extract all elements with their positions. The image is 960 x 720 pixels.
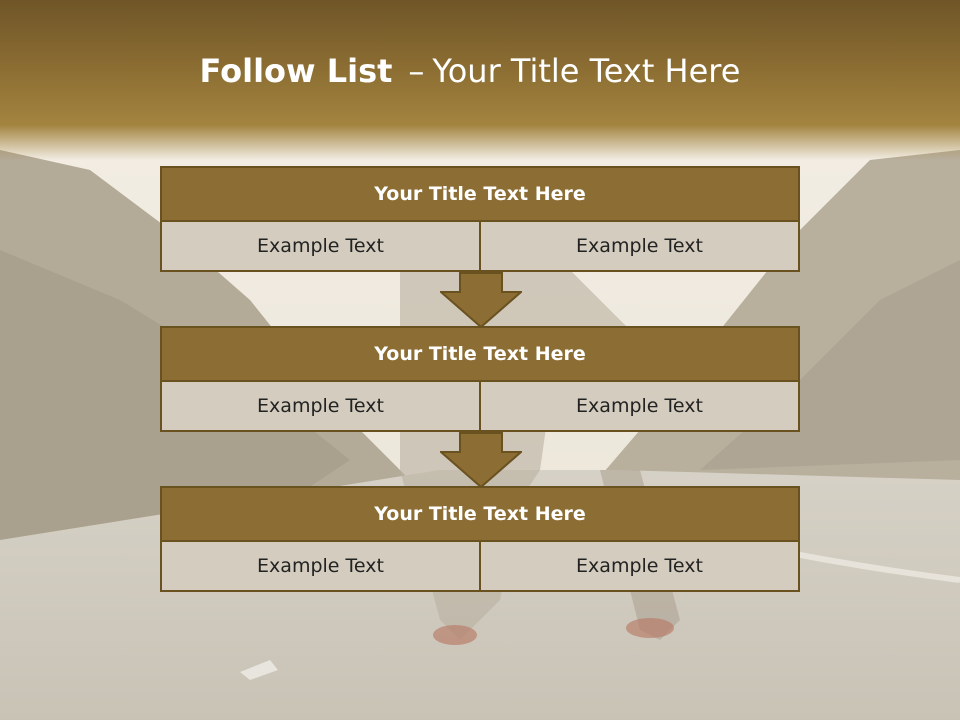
step-cell-left: Example Text (160, 542, 481, 592)
step-row: Example Text Example Text (160, 382, 800, 432)
step-row: Example Text Example Text (160, 222, 800, 272)
slide-title-dash: – (408, 52, 425, 90)
slide-title-bold: Follow List (199, 52, 393, 90)
step-title: Your Title Text Here (160, 486, 800, 542)
header-band (0, 0, 960, 160)
step-cell-left: Example Text (160, 222, 481, 272)
down-arrow-icon (440, 432, 522, 488)
step-row: Example Text Example Text (160, 542, 800, 592)
step-title: Your Title Text Here (160, 166, 800, 222)
step-cell-right: Example Text (481, 222, 800, 272)
step-cell-left: Example Text (160, 382, 481, 432)
step-cell-right: Example Text (481, 542, 800, 592)
step-panel-3: Your Title Text Here Example Text Exampl… (160, 486, 800, 592)
step-title: Your Title Text Here (160, 326, 800, 382)
step-panel-1: Your Title Text Here Example Text Exampl… (160, 166, 800, 272)
slide-title-rest: Your Title Text Here (432, 52, 741, 90)
step-panel-2: Your Title Text Here Example Text Exampl… (160, 326, 800, 432)
slide-title: Follow List–Your Title Text Here (0, 52, 940, 90)
step-cell-right: Example Text (481, 382, 800, 432)
down-arrow-icon (440, 272, 522, 328)
